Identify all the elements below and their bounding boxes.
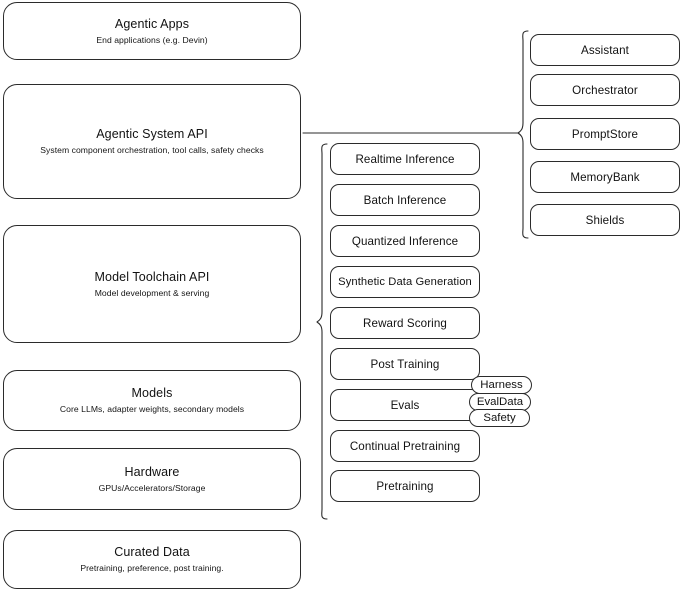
layer-title: Curated Data — [114, 545, 190, 559]
layer-subtitle: Core LLMs, adapter weights, secondary mo… — [59, 404, 245, 414]
system-item-assistant[interactable]: Assistant — [530, 34, 680, 66]
system-item-shields[interactable]: Shields — [530, 204, 680, 236]
layer-title: Hardware — [124, 464, 180, 479]
layer-subtitle: End applications (e.g. Devin) — [96, 34, 208, 45]
toolchain-item-synthetic-data-generation[interactable]: Synthetic Data Generation — [330, 266, 480, 298]
layer-title: Agentic System API — [96, 127, 208, 141]
toolchain-item-quantized-inference[interactable]: Quantized Inference — [330, 225, 480, 257]
toolchain-item-pretraining[interactable]: Pretraining — [330, 470, 480, 502]
toolchain-item-realtime-inference[interactable]: Realtime Inference — [330, 143, 480, 175]
toolchain-item-reward-scoring[interactable]: Reward Scoring — [330, 307, 480, 339]
layer-agentic-apps[interactable]: Agentic Apps End applications (e.g. Devi… — [3, 2, 301, 60]
toolchain-item-evals[interactable]: Evals — [330, 389, 480, 421]
layer-subtitle: Pretraining, preference, post training. — [80, 563, 224, 573]
brace-toolchain-items — [316, 143, 328, 520]
system-item-promptstore[interactable]: PromptStore — [530, 118, 680, 150]
layer-agentic-system-api[interactable]: Agentic System API System component orch… — [3, 84, 301, 199]
layer-subtitle: Model development & serving — [94, 287, 210, 298]
system-item-orchestrator[interactable]: Orchestrator — [530, 74, 680, 106]
toolchain-item-continual-pretraining[interactable]: Continual Pretraining — [330, 430, 480, 462]
layer-model-toolchain-api[interactable]: Model Toolchain API Model development & … — [3, 225, 301, 343]
evals-tag-safety[interactable]: Safety — [469, 409, 530, 427]
layer-title: Agentic Apps — [114, 16, 190, 31]
toolchain-item-batch-inference[interactable]: Batch Inference — [330, 184, 480, 216]
layer-subtitle: GPUs/Accelerators/Storage — [98, 482, 206, 493]
layer-title: Model Toolchain API — [94, 269, 210, 284]
layer-title: Models — [131, 386, 173, 400]
evals-tag-harness[interactable]: Harness — [471, 376, 532, 394]
layer-models[interactable]: Models Core LLMs, adapter weights, secon… — [3, 370, 301, 431]
layer-curated-data[interactable]: Curated Data Pretraining, preference, po… — [3, 530, 301, 589]
toolchain-item-post-training[interactable]: Post Training — [330, 348, 480, 380]
system-item-memorybank[interactable]: MemoryBank — [530, 161, 680, 193]
layer-subtitle: System component orchestration, tool cal… — [40, 145, 264, 155]
layer-hardware[interactable]: Hardware GPUs/Accelerators/Storage — [3, 448, 301, 510]
brace-system-items — [517, 30, 529, 239]
